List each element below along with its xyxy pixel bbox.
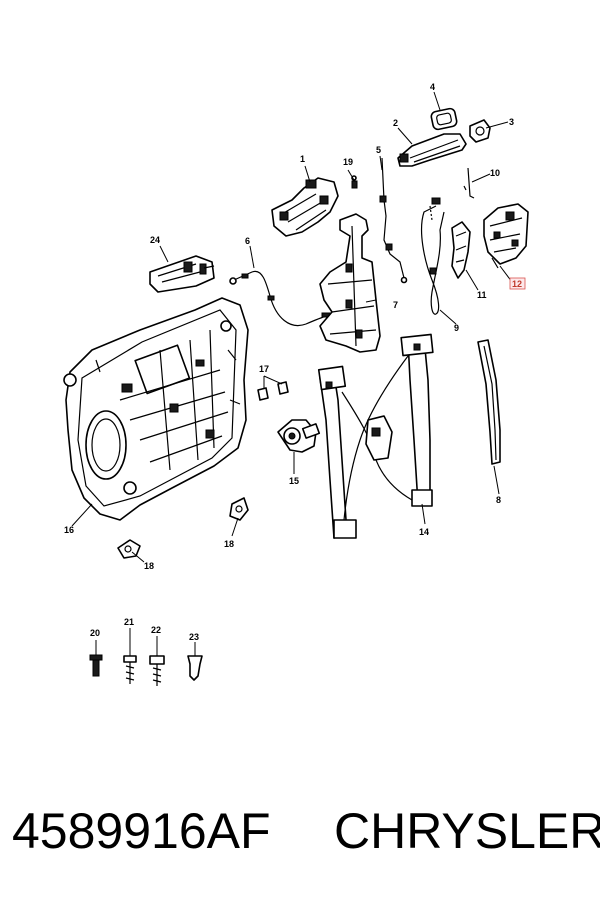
handle-gasket-part-4 (430, 107, 458, 131)
fastener-part-17 (257, 381, 289, 401)
door-carrier-panel-part-16 (63, 297, 249, 521)
callout-21: 21 (124, 617, 134, 627)
window-guide-part-7 (319, 213, 381, 353)
callout-12: 12 (512, 279, 522, 289)
regulator-motor-part-15 (277, 419, 321, 453)
callout-18a: 18 (224, 539, 234, 549)
callout-18b: 18 (144, 561, 154, 571)
exterior-handle-part-2 (397, 133, 467, 167)
callout-labels: 1 2 3 4 5 6 7 8 9 10 11 12 14 15 16 17 1… (64, 82, 522, 642)
callout-2: 2 (393, 118, 398, 128)
callout-20: 20 (90, 628, 100, 638)
callout-7: 7 (393, 300, 398, 310)
outside-release-cable-part-9 (421, 197, 445, 315)
leader-lines (71, 91, 513, 656)
latch-bracket-part-1 (271, 177, 339, 237)
inside-release-cable-part-6 (229, 270, 349, 327)
callout-14: 14 (419, 527, 429, 537)
bolt-part-20 (89, 654, 103, 677)
handle-cap-part-3 (469, 119, 491, 143)
push-pin-part-23 (187, 655, 203, 681)
window-regulator-part-14 (317, 333, 434, 539)
callout-22: 22 (151, 625, 161, 635)
callout-24: 24 (150, 235, 160, 245)
door-latch-part-12 (483, 203, 529, 269)
callout-9: 9 (454, 323, 459, 333)
callout-8: 8 (496, 495, 501, 505)
glass-run-channel-part-8 (477, 339, 501, 465)
callout-23: 23 (189, 632, 199, 642)
grommet-part-18a (229, 497, 249, 521)
bracket-part-11 (451, 221, 471, 279)
callout-11: 11 (477, 290, 487, 300)
callout-19: 19 (343, 157, 353, 167)
callout-16: 16 (64, 525, 74, 535)
callout-12-highlight (509, 277, 526, 290)
latch-rod-part-5 (379, 157, 408, 284)
interior-handle-part-24 (149, 255, 215, 293)
screw-part-21 (123, 655, 137, 684)
rod-part-10 (463, 167, 475, 199)
callout-4: 4 (430, 82, 435, 92)
callout-3: 3 (509, 117, 514, 127)
brand-name: CHRYSLER (334, 803, 600, 859)
clip-part-19 (351, 175, 358, 189)
callout-5: 5 (376, 145, 381, 155)
screw-part-22 (149, 655, 165, 686)
callout-1: 1 (300, 154, 305, 164)
callout-10: 10 (490, 168, 500, 178)
callout-17: 17 (259, 364, 269, 374)
callout-15: 15 (289, 476, 299, 486)
callout-6: 6 (245, 236, 250, 246)
part-number: 4589916AF (12, 803, 271, 859)
